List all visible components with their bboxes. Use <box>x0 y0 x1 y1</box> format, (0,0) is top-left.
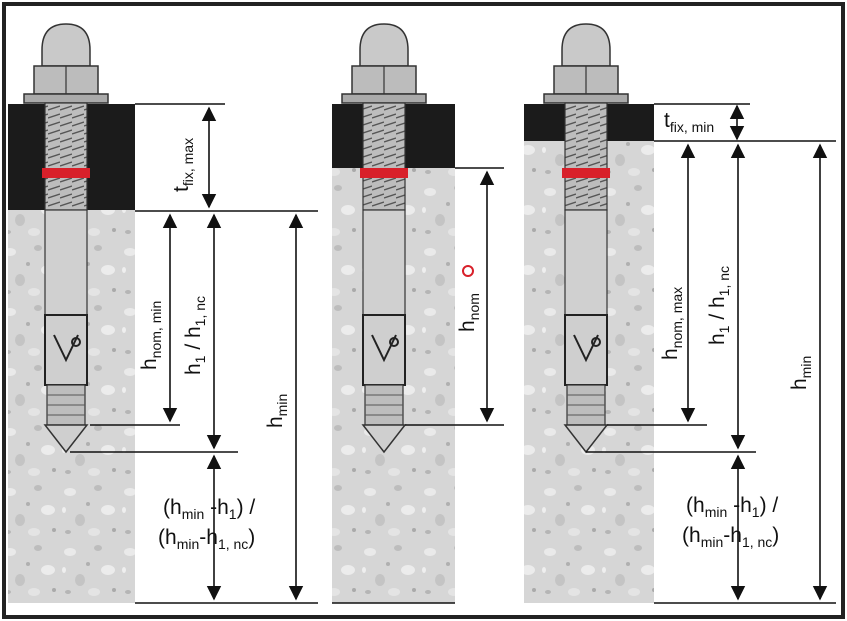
anchor-tip <box>563 424 609 454</box>
h1-label: h1 / h1, nc <box>706 266 732 345</box>
expansion-sleeve <box>564 314 608 386</box>
difference-label-line2: (hmin-h1, nc) <box>158 526 255 552</box>
setting-mark <box>42 168 90 178</box>
washer <box>543 93 629 104</box>
nominal-marker-icon <box>462 265 474 277</box>
threaded-rod <box>44 102 88 211</box>
panel-middle: hnom <box>332 23 504 604</box>
dimension-lines <box>586 103 836 604</box>
hnom-min-label: hnom, min <box>138 301 164 370</box>
washer <box>23 93 109 104</box>
anchor-tip <box>361 424 407 454</box>
cap-nut <box>561 23 611 67</box>
hnom-max-label: hnom, max <box>659 287 685 360</box>
dimension-lines <box>332 167 504 604</box>
labels-left: tfix, max hnom, min h1 / h1, nc hmin (hm… <box>138 138 290 552</box>
cap-nut <box>41 23 91 67</box>
cap-nut <box>359 23 409 67</box>
threaded-rod <box>564 102 608 211</box>
difference-label-line1: (hmin -h1) / <box>686 494 778 520</box>
anchor-bolt <box>543 23 629 454</box>
setting-mark <box>562 168 610 178</box>
expansion-sleeve <box>44 314 88 386</box>
anchor-shank <box>44 209 88 316</box>
hmin-label: hmin <box>264 394 290 428</box>
setting-mark <box>360 168 408 178</box>
labels-middle: hnom <box>456 265 482 332</box>
dimension-lines <box>70 103 318 604</box>
anchor-tip <box>43 424 89 454</box>
hmin-label: hmin <box>788 356 814 390</box>
difference-label-line1: (hmin -h1) / <box>163 496 255 522</box>
anchor-shank <box>564 209 608 316</box>
anchor-shank <box>362 209 406 316</box>
labels-right: tfix, min hnom, max h1 / h1, nc hmin (hm… <box>659 109 814 550</box>
expansion-sleeve <box>362 314 406 386</box>
tfix-max-label: tfix, max <box>170 138 196 192</box>
hnom-label: hnom <box>456 293 482 332</box>
anchor-bolt <box>341 23 427 454</box>
threaded-rod <box>362 102 406 211</box>
panel-right: tfix, min hnom, max h1 / h1, nc hmin (hm… <box>524 23 836 604</box>
washer <box>341 93 427 104</box>
panel-left: tfix, max hnom, min h1 / h1, nc hmin (hm… <box>8 23 318 604</box>
tfix-min-label: tfix, min <box>664 109 714 135</box>
difference-label-line2: (hmin-h1, nc) <box>682 524 779 550</box>
h1-label: h1 / h1, nc <box>182 296 208 375</box>
anchor-bolt <box>23 23 109 454</box>
